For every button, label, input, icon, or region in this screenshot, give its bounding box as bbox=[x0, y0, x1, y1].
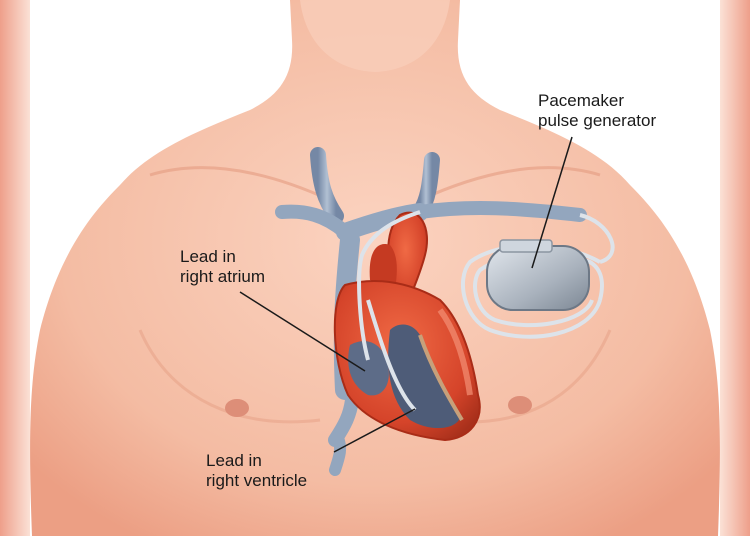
label-pacemaker-pulse-generator: Pacemaker pulse generator bbox=[538, 91, 656, 131]
collarbone-right bbox=[419, 166, 601, 202]
left-nipple bbox=[225, 399, 249, 417]
pulse-generator bbox=[486, 245, 590, 311]
right-atrium-chamber bbox=[348, 341, 389, 396]
label-lead-right-atrium: Lead in right atrium bbox=[180, 247, 265, 287]
generator-header bbox=[499, 239, 553, 253]
label-line: right ventricle bbox=[206, 471, 308, 490]
neck-shadow bbox=[300, 0, 450, 72]
heart-wall-right bbox=[437, 308, 473, 396]
collarbone-left bbox=[149, 166, 331, 202]
septum bbox=[418, 334, 464, 422]
label-line: pulse generator bbox=[538, 111, 657, 130]
leader-lines bbox=[239, 136, 573, 453]
pectoral-left bbox=[138, 329, 321, 424]
pulmonary-artery bbox=[369, 244, 397, 290]
label-line: Pacemaker bbox=[538, 91, 624, 110]
label-line: right atrium bbox=[180, 267, 266, 286]
left-side-band bbox=[0, 0, 30, 536]
right-nipple bbox=[508, 396, 532, 414]
right-side-band bbox=[720, 0, 750, 536]
label-line: Lead in bbox=[206, 451, 262, 470]
label-line: Lead in bbox=[180, 247, 236, 266]
label-lead-right-ventricle: Lead in right ventricle bbox=[206, 451, 307, 491]
